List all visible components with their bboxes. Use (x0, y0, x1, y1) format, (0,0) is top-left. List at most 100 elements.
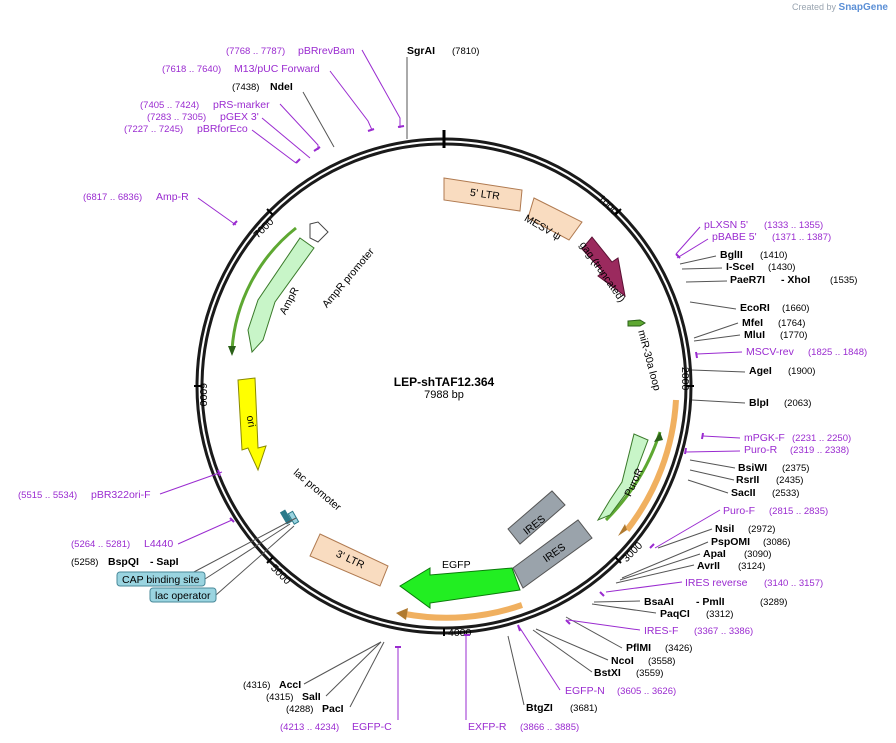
primer-tick-puro-r (684, 447, 687, 455)
created-by-credit: Created by SnapGene (792, 2, 888, 13)
leader-puro-r (685, 450, 741, 453)
tick-3000 (614, 556, 622, 564)
leader-ires-reverse (605, 581, 683, 593)
primer-tick-pbr322ori (217, 469, 221, 477)
site-rsrii: RsrII (736, 474, 759, 486)
primer-egfp-n: EGFP-N (565, 685, 605, 697)
primer-pbr322ori-f-pos: (5515 .. 5534) (18, 490, 77, 501)
snapgene-logo: SnapGene (838, 2, 888, 13)
primer-ires-f-pos: (3367 .. 3386) (694, 626, 753, 637)
site-nsii: NsiI (715, 523, 734, 535)
leader-bglii (679, 255, 717, 265)
site-ncoi-pos: (3558) (648, 656, 675, 667)
site-bstxi-pos: (3559) (636, 668, 663, 679)
leader-m13 (329, 70, 373, 131)
primer-amp-r: Amp-R (156, 191, 189, 203)
site-sgrai: SgrAI (407, 45, 435, 57)
site-paqci: PaqCI (660, 608, 690, 620)
leader-mpgk-f (702, 435, 741, 439)
site-bglii: BglII (720, 249, 743, 261)
tick-1000 (614, 208, 622, 216)
site-xhoi: - XhoI (781, 274, 810, 286)
site-sali-pos: (4315) (266, 692, 293, 703)
kb-ticks: 1000 2000 3000 4000 5000 6000 7000 (194, 193, 694, 639)
primer-prs-marker: pRS-marker (213, 99, 270, 111)
leader-paer7i (685, 280, 728, 283)
leader-pspomi (621, 541, 709, 579)
leader-paci (349, 641, 385, 708)
primer-mscv-rev: MSCV-rev (746, 346, 795, 358)
ires-upper-arrow (507, 490, 566, 545)
primer-pgex3-pos: (7283 .. 7305) (147, 112, 206, 123)
plasmid-name: LEP-shTAF12.364 (394, 375, 495, 389)
cap-binding-site-box (116, 571, 206, 587)
site-acci-pos: (4316) (243, 680, 270, 691)
primer-egfp-c-pos: (4213 .. 4234) (280, 722, 339, 733)
leader-pbr322ori-f (159, 471, 223, 495)
site-sali: SalI (302, 691, 321, 703)
site-agei: AgeI (749, 365, 772, 377)
primer-mscv-rev-pos: (1825 .. 1848) (808, 347, 867, 358)
site-pflmi-pos: (3426) (665, 643, 692, 654)
mir30a-marker (627, 319, 646, 327)
orf-right-arrowhead (618, 524, 627, 536)
gag-arrow (581, 236, 626, 298)
primer-exfp-r: EXFP-R (468, 721, 507, 733)
cap-site-marker (287, 510, 300, 525)
site-mfei: MfeI (742, 317, 763, 329)
site-mlui: MluI (744, 329, 765, 341)
site-pmli: - PmlI (696, 596, 725, 608)
site-rsrii-pos: (2435) (776, 475, 803, 486)
primer-tick-prs (313, 146, 321, 152)
primer-pbrforeco-pos: (7227 .. 7245) (124, 124, 183, 135)
leader-lac-operator (215, 525, 295, 596)
leader-apai (619, 553, 701, 581)
primer-ires-reverse: IRES reverse (685, 577, 748, 589)
ltr5-arrow (443, 177, 523, 212)
site-agei-pos: (1900) (788, 366, 815, 377)
site-bspqi-pos: (5258) (71, 557, 98, 568)
primer-tick-ires-rev (599, 591, 605, 597)
site-pflmi: PflMI (626, 642, 651, 654)
egfp-label: EGFP (442, 559, 471, 571)
egfp-arrow (399, 567, 521, 609)
tick-label-6000: 6000 (197, 383, 209, 407)
primer-tick-ires-f (565, 619, 571, 625)
site-ndei: NdeI (270, 81, 293, 93)
primer-puro-r: Puro-R (744, 444, 778, 456)
leader-pflmi (565, 616, 623, 649)
ori-arrow (237, 377, 267, 472)
leader-bspqi (191, 517, 297, 574)
primer-pbr322ori-f: pBR322ori-F (91, 489, 151, 501)
primer-exfp-r-pos: (3866 .. 3885) (520, 722, 579, 733)
primer-egfp-n-pos: (3605 .. 3626) (617, 686, 676, 697)
leader-bsaai (593, 600, 641, 603)
site-avrii-pos: (3124) (738, 561, 765, 572)
lac-promoter-label: lac promoter (291, 467, 344, 514)
ori-label: ori (244, 415, 258, 429)
primer-ires-f: IRES-F (644, 625, 678, 637)
site-btgzi: BtgZI (526, 702, 553, 714)
site-bglii-pos: (1410) (760, 250, 787, 261)
site-paqci-pos: (3312) (706, 609, 733, 620)
enzyme-leader-lines (191, 57, 746, 708)
primer-tick-mscv (695, 351, 698, 359)
leader-agei (691, 369, 746, 373)
leader-sali (325, 641, 382, 697)
mir30a-label: miR-30a loop (635, 329, 663, 393)
primer-l4440-pos: (5264 .. 5281) (71, 539, 130, 550)
primer-plxsn5-pos: (1333 .. 1355) (764, 220, 823, 231)
puror-orf-arrowhead (654, 432, 663, 442)
site-ndei-pos: (7438) (232, 82, 259, 93)
primer-prs-marker-pos: (7405 .. 7424) (140, 100, 199, 111)
site-sacii: SacII (731, 487, 756, 499)
leader-avrii (615, 564, 695, 584)
lac-promoter-marker (279, 509, 293, 525)
tick-label-5000: 5000 (268, 562, 293, 587)
leader-pbabe5 (676, 238, 709, 259)
leader-cap (204, 523, 291, 580)
site-paer7i-pos: (1535) (830, 275, 857, 286)
tick-label-3000: 3000 (620, 540, 645, 565)
primer-tick-egfp-n (517, 624, 521, 632)
site-pspomi: PspOMI (711, 536, 750, 548)
